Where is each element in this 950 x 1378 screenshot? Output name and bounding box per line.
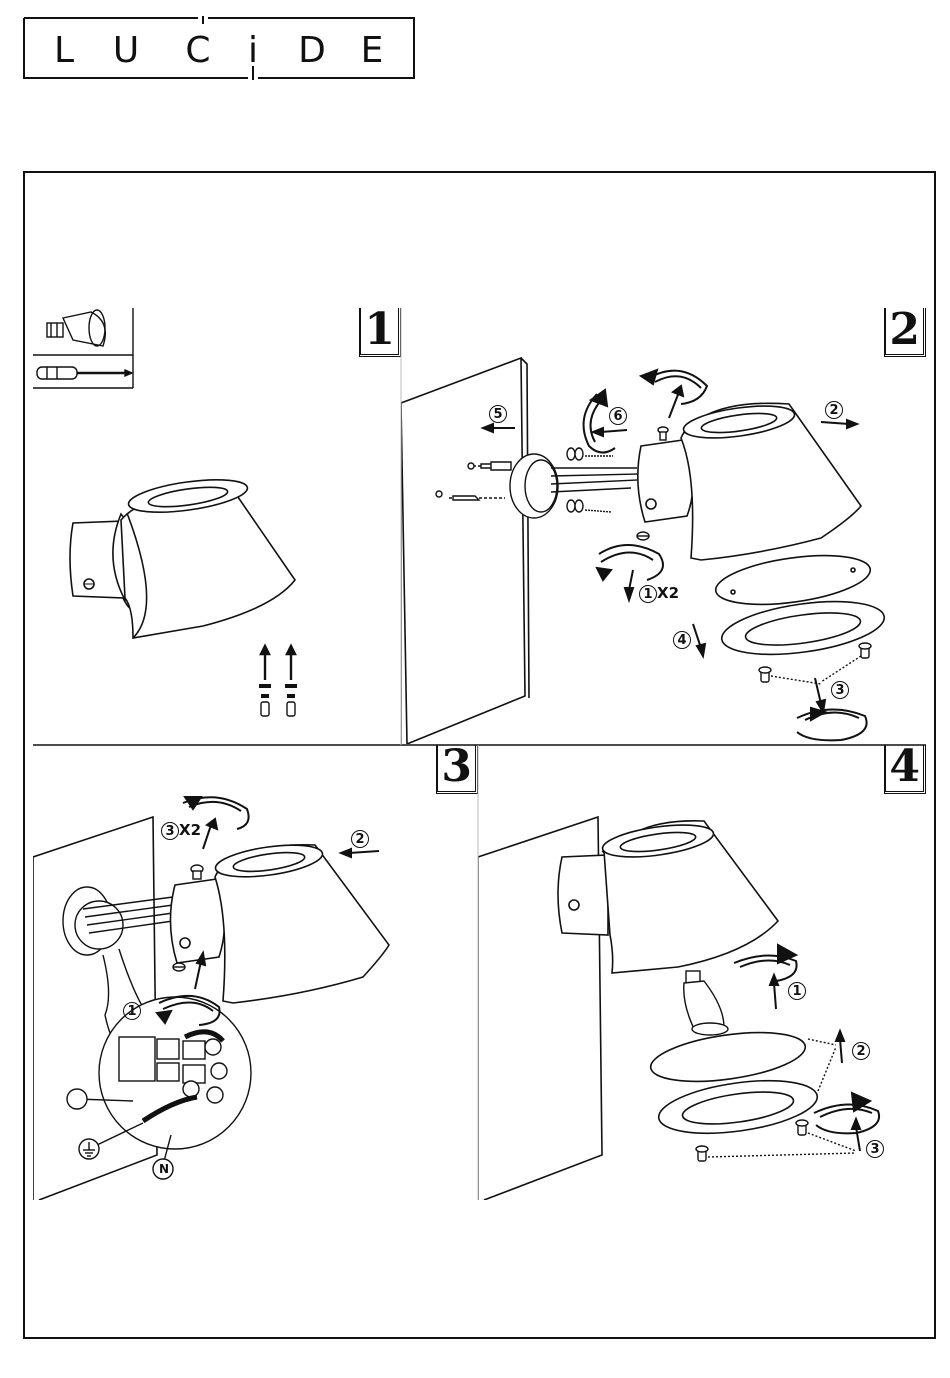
panel-2-number: 2 <box>884 308 926 357</box>
step-3-multiplier: X2 <box>179 821 201 839</box>
panel-3-number: 3 <box>436 745 478 794</box>
step-2-label: 2 <box>852 1042 870 1060</box>
tools-box <box>33 308 133 388</box>
panel-1-illustration <box>33 308 401 744</box>
step-1-label: 1 <box>788 982 806 1000</box>
gu10-bulb-icon <box>684 971 728 1035</box>
step-2-label: 2 <box>825 401 843 419</box>
logo-letter-6: E <box>361 30 384 71</box>
bottom-screw <box>637 532 649 540</box>
wall-lamp <box>638 400 861 560</box>
step-1-label: 1 <box>123 1002 141 1020</box>
step-1-multiplier: X2 <box>657 584 679 602</box>
logo-letter-4: i <box>248 30 258 71</box>
gu10-bulb-icon <box>47 310 105 346</box>
logo-letter-5: D <box>298 30 326 71</box>
screwdriver-icon <box>37 367 132 379</box>
step-3-label: 3 <box>831 681 849 699</box>
neutral-label: N <box>155 1158 173 1180</box>
panel-3-illustration <box>33 745 478 1200</box>
wall-lamp <box>70 474 295 638</box>
screw-arrows <box>259 646 297 716</box>
fixing-screws <box>567 448 613 512</box>
step-1-label: 1 <box>639 585 657 603</box>
logo-letter-2: U <box>113 30 139 71</box>
step-2-label: 2 <box>351 830 369 848</box>
logo-letter-3: C <box>185 30 210 71</box>
panel-2-illustration <box>401 308 926 744</box>
top-screw <box>658 427 668 440</box>
wall-lamp <box>170 840 389 1003</box>
panel-1-number: 1 <box>359 308 401 357</box>
wall <box>401 358 529 744</box>
panel-4-number: 4 <box>884 745 926 794</box>
step-4-label: 4 <box>673 631 691 649</box>
brand-logo: L U C i D E <box>22 16 416 80</box>
panel-1: 1 <box>33 308 401 744</box>
step-3-label: 3 <box>866 1140 884 1158</box>
panel-4-illustration <box>478 745 926 1200</box>
glass-lens <box>648 1024 809 1089</box>
logo-letter-1: L <box>54 30 74 71</box>
step-3-label: 3 <box>161 822 179 840</box>
step-5-label: 5 <box>489 405 507 423</box>
panel-4: 4 1 2 3 <box>478 745 926 1200</box>
step-6-label: 6 <box>609 407 627 425</box>
lens-frame <box>655 1072 820 1142</box>
